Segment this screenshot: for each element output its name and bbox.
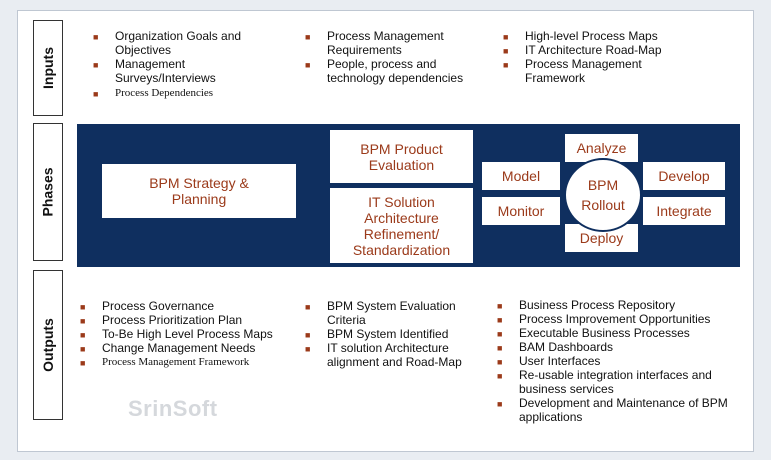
list-item: ■People, process and technology dependen… — [305, 57, 464, 85]
outputs-column-3: ■Business Process Repository ■Process Im… — [495, 298, 730, 424]
list-item: ■Process Management Requirements — [305, 29, 444, 57]
outputs-label-box: Outputs — [33, 270, 63, 420]
bullet-icon: ■ — [93, 60, 99, 70]
bpm-rollout-circle: BPM Rollout — [564, 158, 642, 232]
bullet-icon: ■ — [497, 343, 503, 353]
bullet-icon: ■ — [305, 344, 311, 354]
list-item: ■Process Dependencies — [93, 87, 214, 99]
rollout-integrate-box: Integrate — [643, 197, 725, 225]
bullet-icon: ■ — [305, 302, 311, 312]
bullet-icon: ■ — [497, 371, 503, 381]
bullet-icon: ■ — [497, 399, 503, 409]
list-item: ■Change Management Needs — [80, 341, 256, 355]
list-item: ■IT Architecture Road-Map — [503, 43, 662, 57]
list-item: ■Organization Goals and Objectives — [93, 29, 242, 57]
outputs-label: Outputs — [40, 318, 56, 372]
list-item: ■Process Improvement Opportunities — [497, 312, 711, 326]
rollout-monitor-box: Monitor — [482, 197, 560, 225]
inputs-column-2: ■Process Management Requirements ■People… — [303, 29, 473, 85]
list-item: ■To-Be High Level Process Maps — [80, 327, 273, 341]
bullet-icon: ■ — [305, 60, 311, 70]
list-item: ■Process Management Framework — [503, 57, 642, 85]
it-solution-architecture-box: IT Solution Architecture Refinement/ Sta… — [330, 188, 473, 263]
bpm-product-evaluation-box: BPM Product Evaluation — [330, 130, 473, 183]
rollout-model-box: Model — [482, 162, 560, 190]
bullet-icon: ■ — [80, 302, 86, 312]
bullet-icon: ■ — [503, 46, 509, 56]
bullet-icon: ■ — [497, 329, 503, 339]
list-item: ■Process Management Framework — [80, 356, 250, 368]
bullet-icon: ■ — [497, 315, 503, 325]
list-item: ■High-level Process Maps — [503, 29, 658, 43]
list-item: ■Management Surveys/Interviews — [93, 57, 216, 85]
bullet-icon: ■ — [80, 330, 86, 340]
bullet-icon: ■ — [503, 60, 509, 70]
bullet-icon: ■ — [80, 344, 86, 354]
inputs-column-1: ■Organization Goals and Objectives ■Mana… — [91, 29, 276, 100]
bullet-icon: ■ — [305, 32, 311, 42]
bullet-icon: ■ — [93, 32, 99, 42]
list-item: ■IT solution Architecture alignment and … — [305, 341, 462, 369]
phases-label-box: Phases — [33, 123, 63, 261]
outputs-column-1: ■Process Governance ■Process Prioritizat… — [78, 299, 303, 369]
list-item: ■Process Governance — [80, 299, 215, 313]
inputs-label-box: Inputs — [33, 20, 63, 116]
bullet-icon: ■ — [497, 301, 503, 311]
list-item: ■BAM Dashboards — [497, 340, 614, 354]
rollout-develop-box: Develop — [643, 162, 725, 190]
outputs-column-2: ■BPM System Evaluation Criteria ■BPM Sys… — [303, 299, 478, 369]
srinsoft-watermark: SrinSoft — [128, 396, 218, 421]
list-item: ■Process Prioritization Plan — [80, 313, 243, 327]
phases-label: Phases — [40, 167, 57, 217]
bullet-icon: ■ — [80, 316, 86, 326]
bullet-icon: ■ — [497, 357, 503, 367]
list-item: ■Development and Maintenance of BPM appl… — [497, 396, 728, 424]
inputs-label: Inputs — [40, 47, 56, 89]
list-item: ■User Interfaces — [497, 354, 601, 368]
list-item: ■Business Process Repository — [497, 298, 676, 312]
list-item: ■BPM System Identified — [305, 327, 449, 341]
list-item: ■BPM System Evaluation Criteria — [305, 299, 456, 327]
bullet-icon: ■ — [93, 89, 99, 99]
bullet-icon: ■ — [305, 330, 311, 340]
list-item: ■Re-usable integration interfaces and bu… — [497, 368, 712, 396]
bpm-strategy-box: BPM Strategy & Planning — [102, 164, 296, 218]
rollout-analyze-box: Analyze — [565, 134, 638, 162]
bullet-icon: ■ — [80, 358, 86, 368]
inputs-column-3: ■High-level Process Maps ■IT Architectur… — [501, 29, 691, 85]
list-item: ■Executable Business Processes — [497, 326, 690, 340]
bullet-icon: ■ — [503, 32, 509, 42]
